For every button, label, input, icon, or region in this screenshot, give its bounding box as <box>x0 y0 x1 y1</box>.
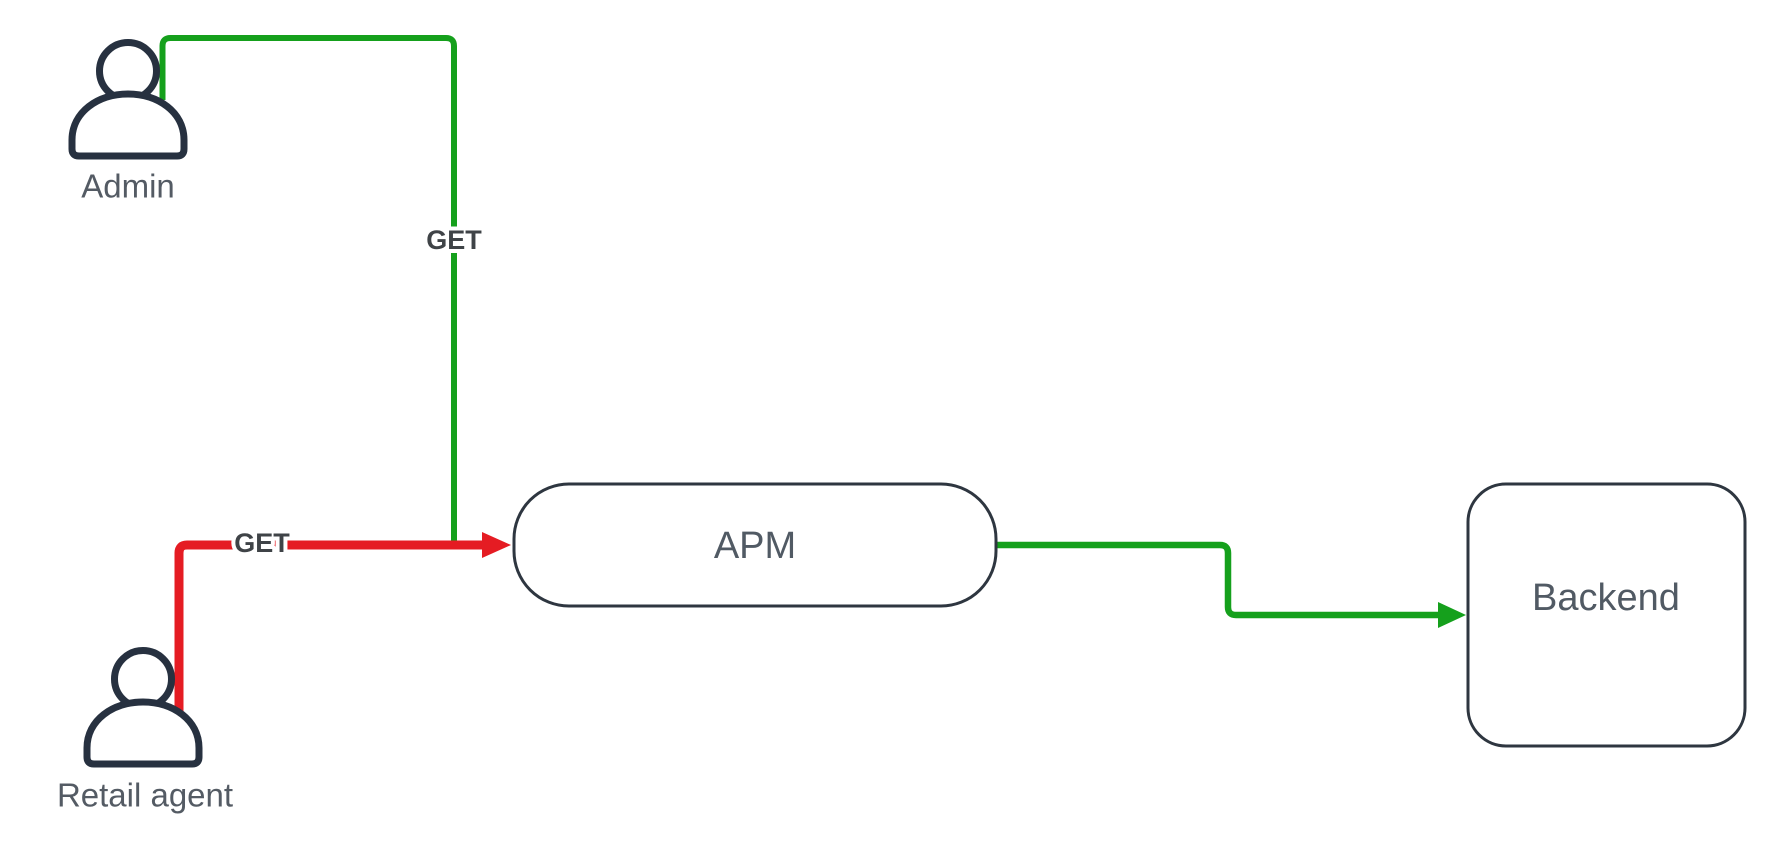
actor-admin <box>68 39 188 160</box>
retail-agent-person-icon <box>83 647 203 768</box>
person-body-icon <box>68 90 188 160</box>
node-apm: APM <box>512 482 998 608</box>
edge-apm-to-backend <box>996 541 1438 619</box>
edge-retail-agent-to-apm <box>174 540 482 712</box>
actor-retail-agent-label: Retail agent <box>57 777 233 814</box>
node-backend-label: Backend <box>1532 577 1680 619</box>
person-body-icon <box>83 698 203 768</box>
actor-admin-label: Admin <box>81 168 175 205</box>
arrowhead-apm-to-backend <box>1438 602 1466 628</box>
actor-retail-agent <box>83 647 203 768</box>
admin-person-icon <box>68 39 188 160</box>
node-apm-label: APM <box>714 525 796 567</box>
edge-admin-to-apm <box>159 35 457 541</box>
edge-label-retail-get: GET <box>234 528 290 558</box>
edge-label-admin-get: GET <box>426 225 482 255</box>
arrowhead-retail-agent-to-apm <box>482 532 511 558</box>
node-backend: Backend <box>1466 482 1747 748</box>
node-backend-shape <box>1466 482 1747 748</box>
node-apm-shape <box>512 482 998 608</box>
